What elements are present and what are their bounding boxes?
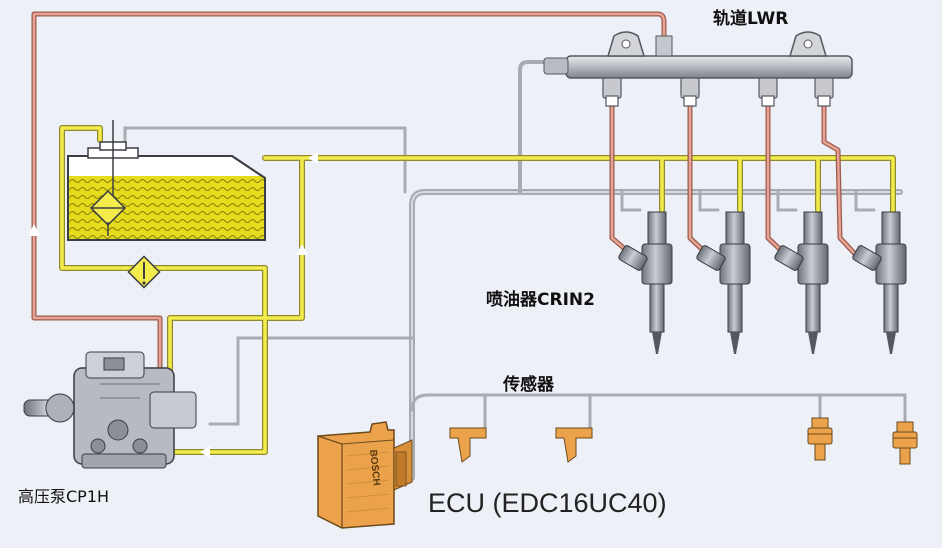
injector-1 [618, 211, 673, 354]
low-pressure-lines [59, 125, 896, 458]
pump-label: 高压泵CP1H [18, 487, 110, 506]
ecu-label: ECU (EDC16UC40) [428, 488, 667, 518]
ecu [317, 421, 413, 529]
sensor-4 [892, 421, 918, 465]
injector-3 [774, 211, 829, 354]
fuel-filter [127, 255, 161, 289]
injector-2 [696, 211, 751, 354]
high-pressure-pump [23, 351, 197, 469]
injectors-label: 喷油器CRIN2 [486, 290, 595, 310]
wiring-harness [123, 60, 907, 481]
sensor-3 [807, 417, 833, 461]
fuel-tank [67, 120, 266, 241]
sensors-label: 传感器 [503, 375, 554, 395]
injector-4 [852, 211, 907, 354]
sensor-2 [555, 427, 593, 463]
rail-label: 轨道LWR [713, 9, 789, 29]
sensor-1 [449, 427, 487, 463]
common-rail [543, 31, 853, 107]
ecu-brand-label: BOSCH [367, 449, 382, 486]
